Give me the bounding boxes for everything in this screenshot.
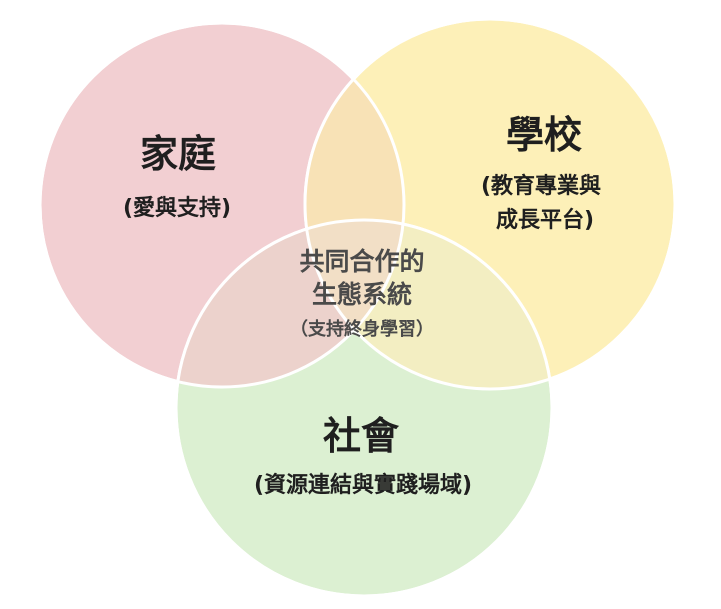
family-title: 家庭 [140, 132, 216, 176]
center-line2: 生態系統 [312, 280, 412, 309]
school-society-overlap [305, 220, 552, 389]
society-title: 社會 [323, 414, 400, 458]
society-subtitle: (資源連結與實踐場域) [254, 472, 472, 498]
school-subtitle-line1: (教育專業與 [481, 173, 601, 199]
family-subtitle: (愛與支持) [123, 195, 231, 221]
school-title: 學校 [506, 113, 582, 157]
school-subtitle-line2: 成長平台) [496, 207, 594, 233]
center-line3: （支持終身學習） [290, 318, 434, 340]
family-society-overlap [176, 220, 404, 387]
center-line1: 共同合作的 [299, 247, 424, 276]
